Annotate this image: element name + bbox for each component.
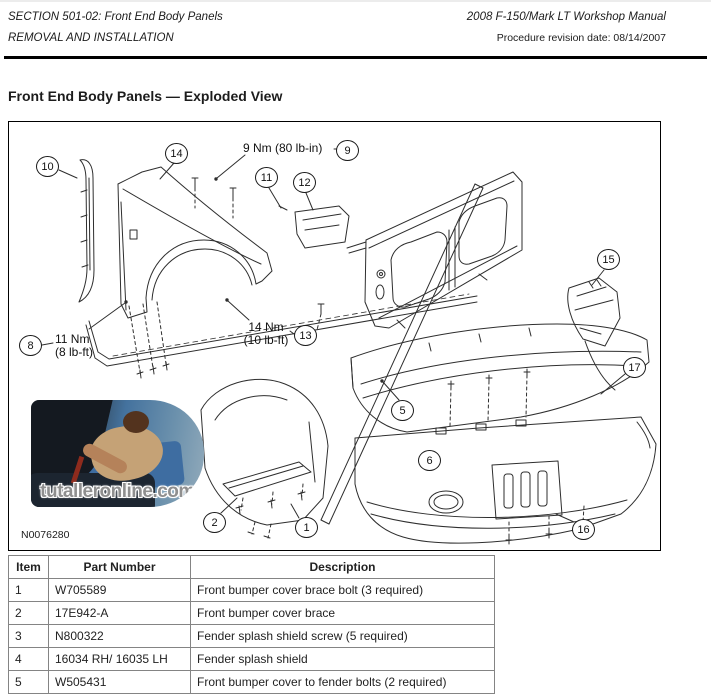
part-number-cell: 17E942-A	[48, 601, 191, 625]
page-title: Front End Body Panels — Exploded View	[8, 88, 283, 104]
callout-13: 13	[294, 325, 317, 346]
torque-label-11nm-line1: 11 Nm	[55, 332, 90, 346]
item-cell: 1	[8, 578, 49, 602]
callout-15: 15	[597, 249, 620, 270]
item-cell: 4	[8, 647, 49, 671]
torque-label-14nm-line2: (10 lb-ft)	[243, 333, 289, 347]
callout-14: 14	[165, 143, 188, 164]
section-subtitle: REMOVAL AND INSTALLATION	[8, 32, 174, 44]
callout-9: 9	[336, 140, 359, 161]
part-number-cell: W705589	[48, 578, 191, 602]
part-number-cell: N800322	[48, 624, 191, 648]
torque-label-14nm-line1: 14 Nm	[248, 320, 284, 334]
header-rule	[4, 56, 707, 59]
item-cell: 3	[8, 624, 49, 648]
photo-mechanic-head	[123, 411, 149, 433]
torque-label-9nm: 9 Nm (80 lb-in)	[243, 141, 323, 155]
callout-17: 17	[623, 357, 646, 378]
callout-1: 1	[295, 517, 318, 538]
description-cell: Front bumper cover brace bolt (3 require…	[190, 578, 495, 602]
watermark-photo: tutalleronline.com	[31, 400, 204, 507]
figure-id: N0076280	[21, 529, 70, 541]
description-cell: Fender splash shield screw (5 required)	[190, 624, 495, 648]
callout-5: 5	[391, 400, 414, 421]
callout-16: 16	[572, 519, 595, 540]
item-cell: 5	[8, 670, 49, 694]
part-number-cell: 16034 RH/ 16035 LH	[48, 647, 191, 671]
column-header: Description	[190, 555, 495, 579]
description-cell: Front bumper cover to fender bolts (2 re…	[190, 670, 495, 694]
part-number-cell: W505431	[48, 670, 191, 694]
callout-10: 10	[36, 156, 59, 177]
column-header: Part Number	[48, 555, 191, 579]
manual-title: 2008 F-150/Mark LT Workshop Manual	[466, 11, 666, 23]
torque-label-14nm: 14 Nm (10 lb-ft)	[237, 321, 295, 347]
column-header: Item	[8, 555, 49, 579]
callout-11: 11	[255, 167, 278, 188]
callout-2: 2	[203, 512, 226, 533]
revision-date: Procedure revision date: 08/14/2007	[496, 32, 666, 44]
torque-label-11nm-line2: (8 lb-ft)	[55, 345, 94, 359]
section-title: SECTION 501-02: Front End Body Panels	[8, 11, 223, 23]
watermark-text: tutalleronline.com	[40, 481, 195, 502]
description-cell: Fender splash shield	[190, 647, 495, 671]
item-cell: 2	[8, 601, 49, 625]
torque-label-11nm: 11 Nm (8 lb-ft)	[55, 333, 93, 359]
callout-8: 8	[19, 335, 42, 356]
callout-6: 6	[418, 450, 441, 471]
description-cell: Front bumper cover brace	[190, 601, 495, 625]
callout-12: 12	[293, 172, 316, 193]
exploded-view-drawing	[41, 148, 657, 545]
exploded-view-figure: 9 Nm (80 lb-in) 11 Nm (8 lb-ft) 14 Nm (1…	[8, 121, 661, 551]
